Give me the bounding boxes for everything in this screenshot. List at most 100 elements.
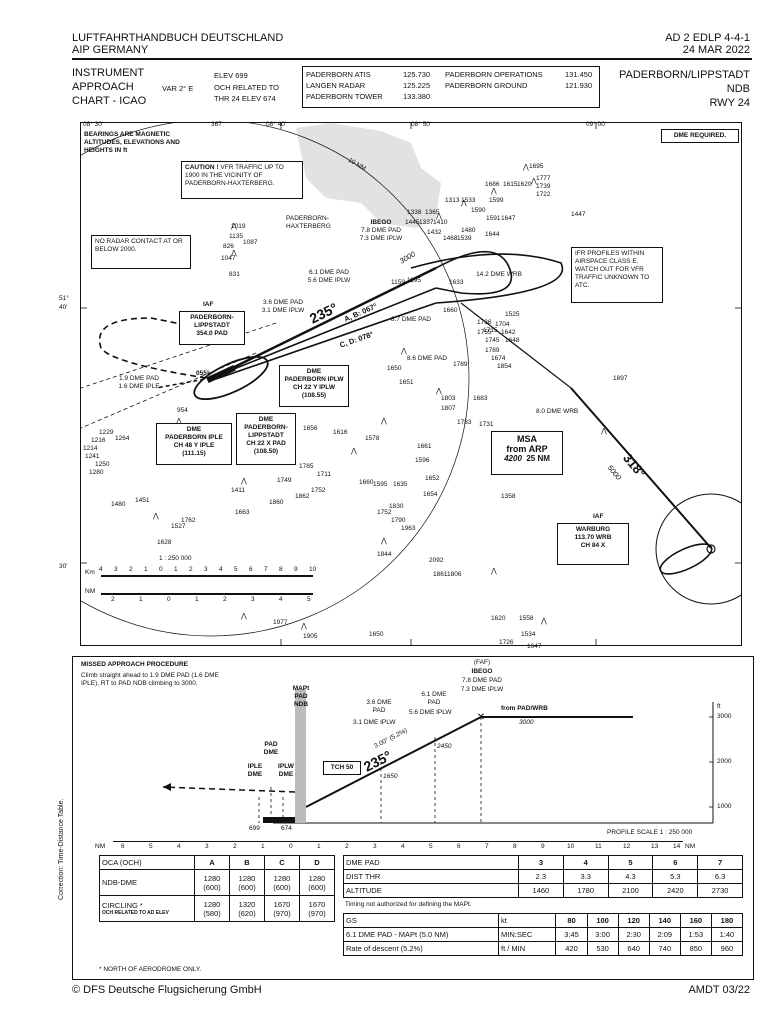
fix-19-dme: 1.9 DME PAD — [119, 375, 159, 382]
elev-1652: 1652 — [425, 475, 440, 482]
elev-1525: 1525 — [505, 311, 520, 318]
nm-tick-p14: 14 — [673, 843, 681, 850]
scale-nm-tick: 3 — [251, 596, 255, 603]
freq-ground-value: 121.930 — [565, 81, 593, 90]
mapt-label: MAPt PAD NDB — [287, 685, 315, 709]
gs-header-140: 140 — [648, 913, 681, 928]
scale-nm-tick: 1 — [139, 596, 143, 603]
svg-text:⋀: ⋀ — [540, 617, 547, 625]
gs-time-160: 1:53 — [679, 927, 712, 942]
svg-text:⋀: ⋀ — [175, 417, 182, 425]
scale-nm-tick: 2 — [223, 596, 227, 603]
scale-km-tick: 4 — [99, 566, 103, 573]
elev-1731: 1731 — [479, 421, 494, 428]
oca-footnote: * NORTH OF AERODROME ONLY. — [99, 966, 202, 973]
nm-axis-label: NM — [95, 843, 106, 850]
freq-tower-name: PADERBORN TOWER — [306, 92, 383, 101]
freq-ops-name: PADERBORN OPERATIONS — [445, 70, 543, 79]
ibego-profile-dme2: 7.3 DME IPLW — [460, 686, 504, 693]
elev-1216: 1216 — [91, 437, 106, 444]
nm-tick-2: 2 — [233, 843, 237, 850]
warburg-holding — [659, 543, 713, 575]
dme-required-note: DME REQUIRED. — [661, 129, 739, 143]
nm-tick-p6: 6 — [457, 843, 461, 850]
elev-1977: 1977 — [273, 619, 288, 626]
dme-alt-7: 2730 — [697, 883, 743, 898]
elev-1533: 1533 — [461, 197, 476, 204]
elev-1844: 1844 — [377, 551, 392, 558]
scale-km-tick: 2 — [189, 566, 193, 573]
scale-nm-label: NM — [85, 588, 96, 595]
gs-rod-label: Rate of descent (5.2%) — [343, 941, 499, 956]
caution-title: CAUTION ! — [185, 164, 219, 171]
ft-label: ft — [717, 703, 721, 710]
dme-pad-title: DME — [258, 416, 274, 423]
dme-iple-box: DME PADERBORN IPLE CH 48 Y IPLE (111.15) — [156, 423, 232, 465]
elev-1599: 1599 — [489, 197, 504, 204]
elev-1711: 1711 — [317, 471, 331, 478]
scale-km-tick: 6 — [249, 566, 253, 573]
gs-row-rod: Rate of descent (5.2%) ft / MIN 420 530 … — [343, 941, 744, 956]
dme-pad-6: 6 — [652, 855, 699, 870]
scale-nm-tick: 1 — [195, 596, 199, 603]
nm-tick-4: 4 — [177, 843, 181, 850]
elev-1644: 1644 — [485, 231, 500, 238]
msa-alt: 4200 — [504, 454, 522, 463]
nm-tick-6: 6 — [121, 843, 125, 850]
dme-dist-6: 5.3 — [652, 869, 699, 884]
timing-note: Timing not authorized for defining the M… — [345, 901, 472, 908]
scale-km-tick: 2 — [129, 566, 133, 573]
elev-1860: 1860 — [269, 499, 284, 506]
elev-1736: 1736 — [477, 319, 492, 326]
msa-box: MSA from ARP 4200 25 NM — [491, 431, 563, 475]
procedure-name: NDB — [726, 83, 750, 95]
oca-header-b: B — [229, 855, 265, 870]
nm-tick-p12: 12 — [623, 843, 631, 850]
lat-label-51: 51° — [59, 295, 69, 302]
elev-1558: 1558 — [519, 615, 534, 622]
elev-1280: 1280 — [89, 469, 104, 476]
svg-text:⋀: ⋀ — [380, 537, 387, 545]
alt-2450-profile: 2450 — [437, 743, 452, 750]
dme-dist-7: 6.3 — [697, 869, 743, 884]
oca-row-circling: CIRCLING * OCH RELATED TO AD ELEV 1280 (… — [99, 895, 335, 922]
elev-1963: 1963 — [401, 525, 416, 532]
page-date: 24 MAR 2022 — [682, 44, 750, 56]
warburg-name: WARBURG — [575, 526, 611, 533]
fix-61-pad: PAD — [427, 699, 441, 706]
dme-dist-3: 2.3 — [518, 869, 564, 884]
fix-56-dme: 5.6 DME IPLW — [307, 277, 351, 284]
lon-label-2: 08° 40' — [266, 121, 287, 128]
elev-1752b: 1752 — [377, 509, 392, 516]
freq-radar-value: 125.225 — [403, 81, 431, 90]
elev-1789a: 1789 — [485, 347, 500, 354]
fix-8-7: 8.7 DME PAD — [391, 316, 431, 323]
oca-ndb-b: 1280 (600) — [229, 869, 265, 896]
plan-view: ⋀⋀⋀⋀⋀ ⋀⋀⋀⋀⋀ ⋀⋀⋀⋀⋀ ⋀⋀⋀⋀⋀ 08° 30' 367 08° … — [59, 121, 742, 650]
dme-alt-5: 2100 — [607, 883, 654, 898]
procedure-tracks — [81, 250, 712, 549]
gs-rod-100: 530 — [586, 941, 619, 956]
elev-1785: 1785 — [299, 463, 314, 470]
elev-1647b: 1647 — [527, 643, 542, 650]
lon-label-1: 08° 30' — [83, 121, 104, 128]
alt-3000-profile: 3000 — [519, 719, 534, 726]
nm-tick-p13: 13 — [651, 843, 659, 850]
freq-radar-name: LANGEN RADAR — [306, 81, 366, 90]
mag-var: VAR 2° E — [162, 84, 194, 93]
fix-31-profile: 3.1 DME IPLW — [353, 719, 396, 726]
ibego-profile: IBEGO — [471, 668, 493, 675]
gs-header-100: 100 — [586, 913, 619, 928]
wrb-iaf-label: IAF — [593, 513, 604, 520]
copyright: © DFS Deutsche Flugsicherung GmbH — [72, 984, 262, 996]
fix-36-pad: PAD — [372, 707, 386, 714]
oca-header-label: OCA (OCH) — [99, 855, 195, 870]
gs-rod-unit: ft / MIN — [497, 941, 557, 956]
elev-1313: 1313 — [445, 197, 460, 204]
dme-row-alt: ALTITUDE 1460 1780 2100 2420 2730 — [343, 883, 743, 898]
elev-1159: 1159 — [391, 279, 405, 286]
elev-1654: 1654 — [423, 491, 438, 498]
oca-ndb-label: NDB-DME — [99, 869, 195, 896]
gs-header-row: GS kt 80 100 120 140 160 180 — [343, 913, 744, 928]
profile-diagram: ✕ — [162, 689, 714, 824]
